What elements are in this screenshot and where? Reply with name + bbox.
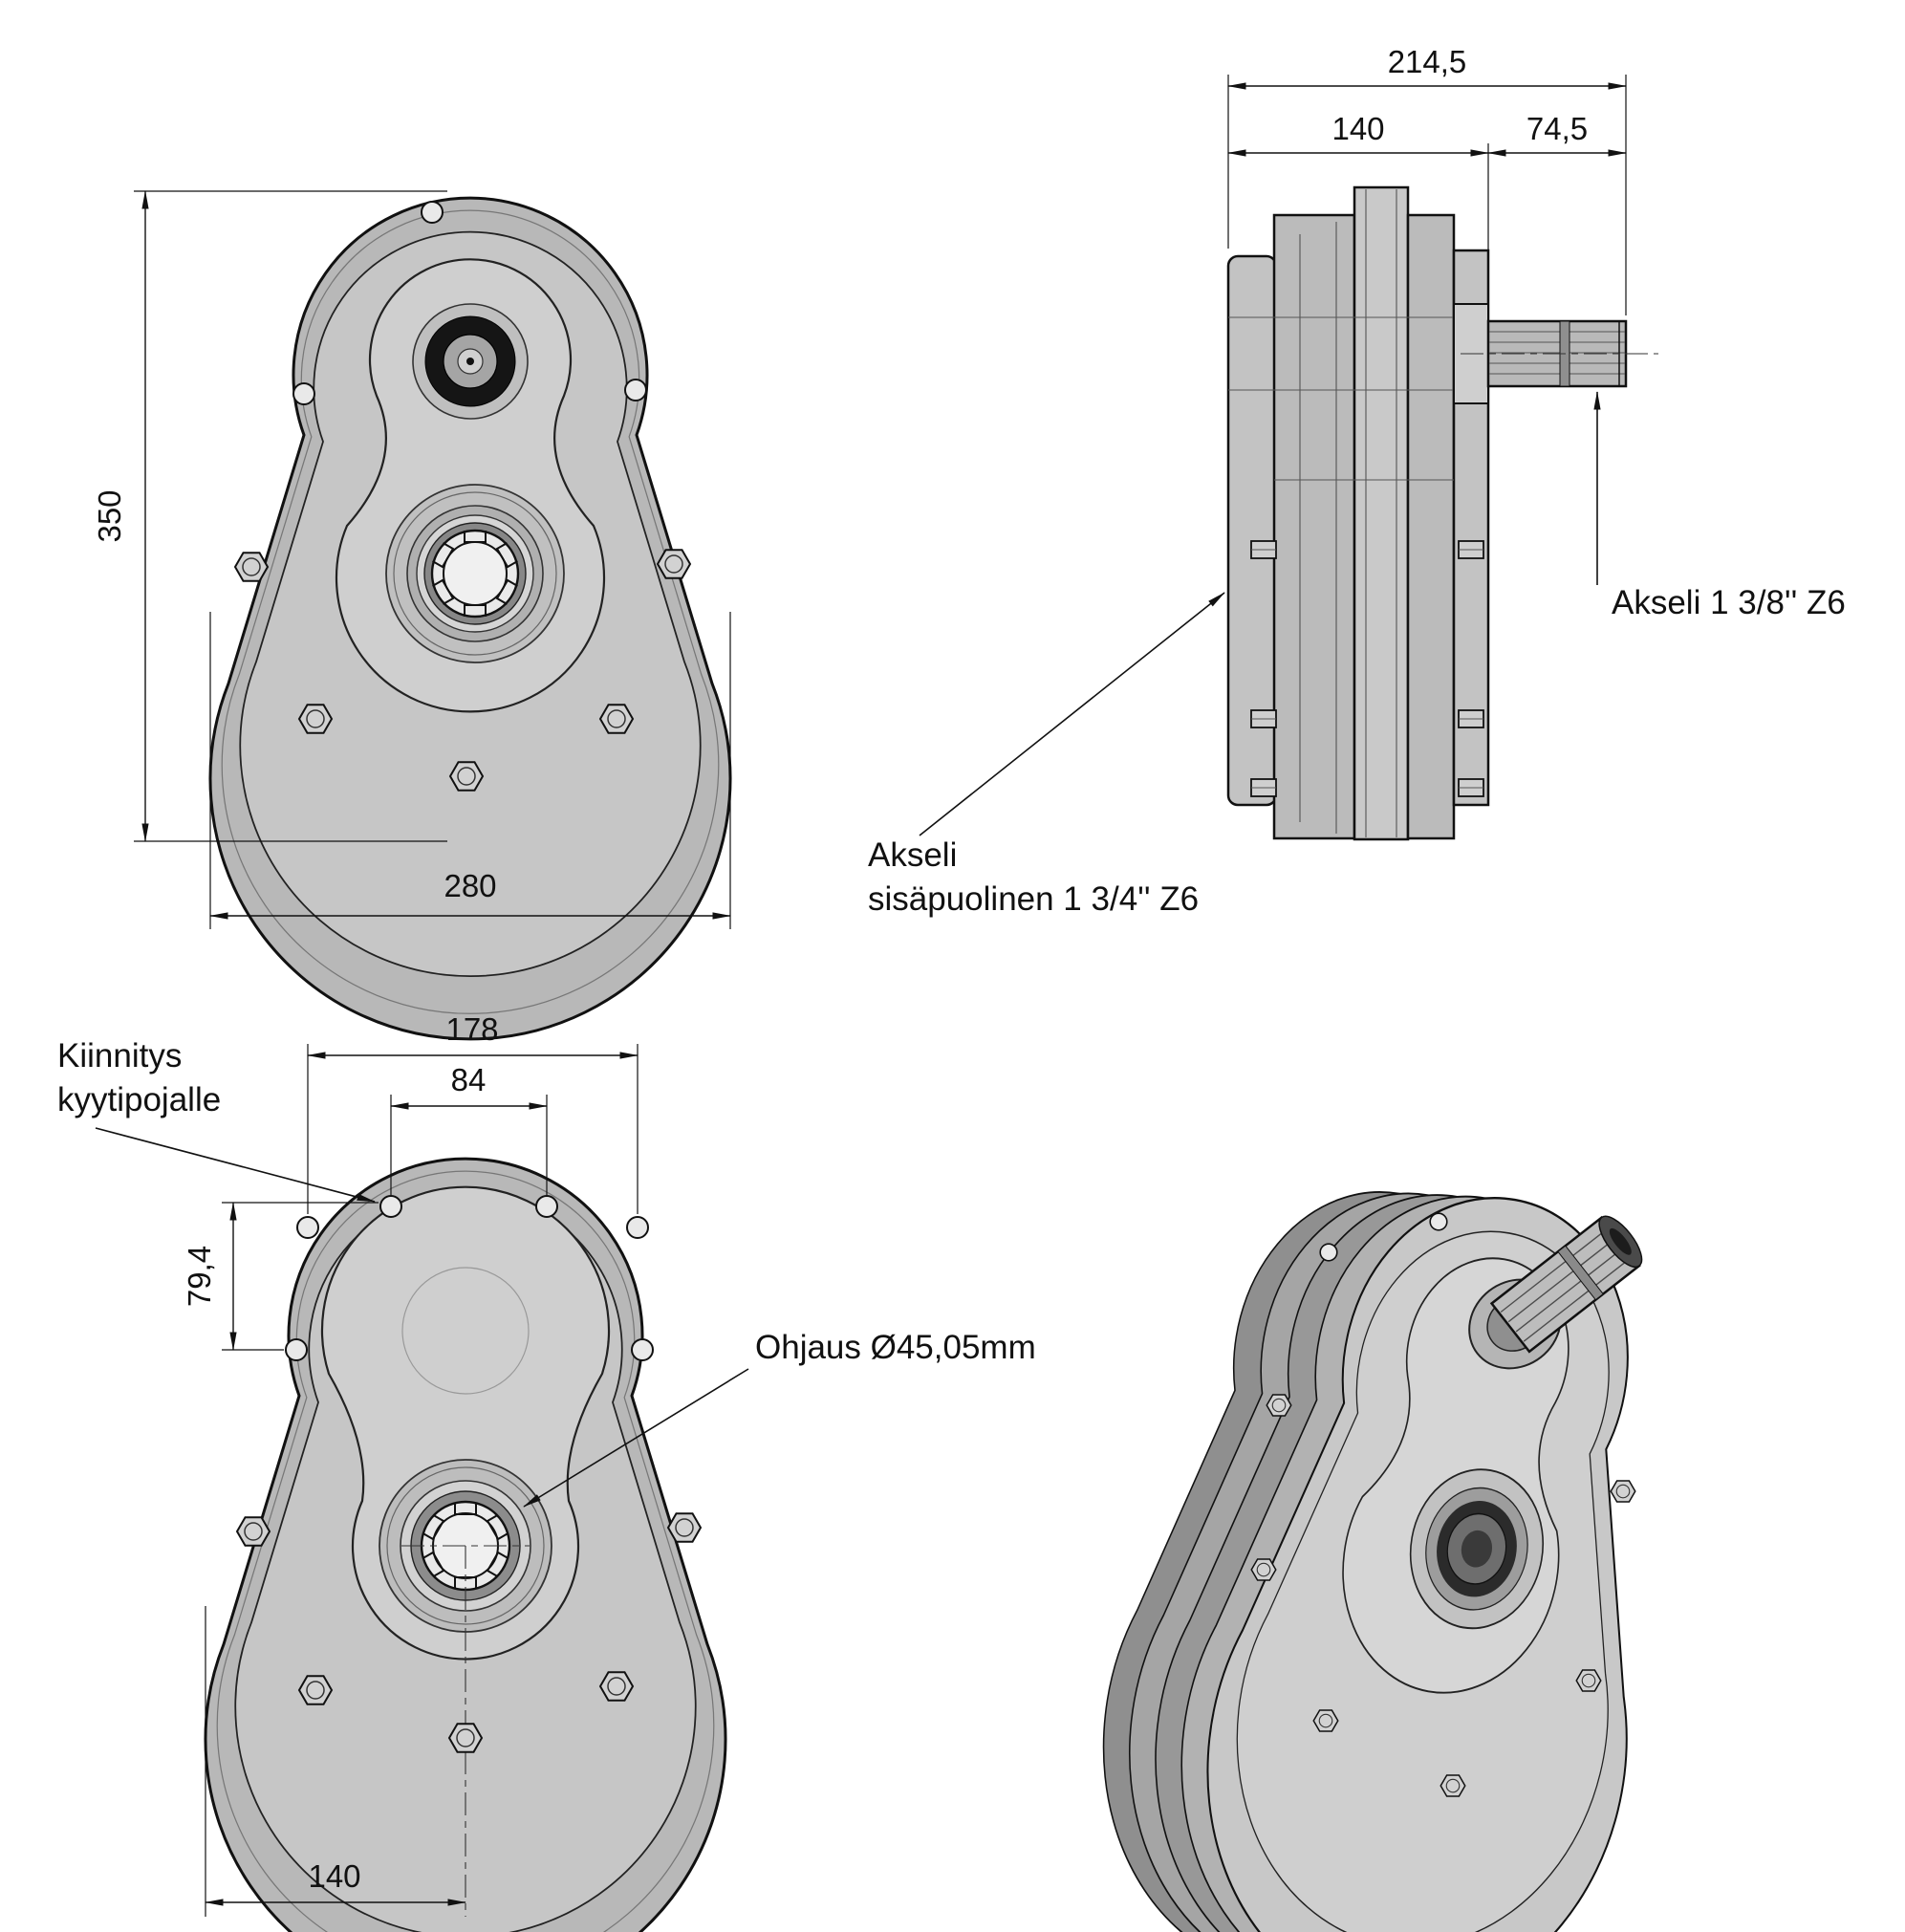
hex-bolt [449, 761, 484, 792]
side-bolt [1458, 540, 1484, 559]
main-hub-splined-bore [385, 484, 565, 663]
mount-hole [626, 1216, 649, 1239]
pilot-label: Ohjaus Ø45,05mm [755, 1329, 1036, 1366]
hex-bolt [1250, 1558, 1277, 1581]
mount-hole [296, 1216, 319, 1239]
dimension-hole-inner-84: 84 [390, 1062, 548, 1195]
front-view: 350 280 [92, 190, 732, 1041]
dimension-shaft-74-5: 74,5 [1487, 111, 1627, 157]
dim-text-140-bottom: 140 [308, 1858, 360, 1894]
iso-front-face [1167, 1162, 1721, 1932]
iso-spline-lines [1500, 1227, 1632, 1342]
hex-bolt [657, 549, 691, 579]
mounting-label-line2: kyytipojalle [57, 1081, 221, 1118]
spline-lines [1489, 331, 1625, 375]
mounting-callout: Kiinnitys kyytipojalle [57, 1037, 376, 1203]
dim-text-214-5: 214,5 [1388, 44, 1467, 79]
flange-profile [1353, 185, 1410, 841]
dim-text-178: 178 [445, 1011, 498, 1047]
internal-shaft-label-line1: Akseli [868, 836, 957, 874]
hex-bolt [1440, 1774, 1466, 1797]
front-housing-profile [1406, 213, 1456, 840]
hex-bolt [236, 1516, 271, 1547]
side-bolt [1250, 709, 1277, 728]
side-view: 214,5 140 74,5 Akseli 1 3/8'' Z6 Akseli … [868, 44, 1846, 918]
dimension-width-280: 280 [209, 612, 731, 929]
mount-hole [631, 1338, 654, 1361]
dimension-center-140: 140 [205, 1606, 466, 1917]
internal-shaft-callout: Akseli sisäpuolinen 1 3/4'' Z6 [868, 592, 1225, 918]
iso-shaft-bore [1609, 1227, 1632, 1255]
dim-text-84: 84 [451, 1062, 487, 1097]
hex-bolt [1575, 1669, 1602, 1692]
shaft-callout: Akseli 1 3/8'' Z6 [1593, 391, 1846, 621]
hex-bolt [1610, 1480, 1636, 1503]
dimension-overall-214-5: 214,5 [1227, 44, 1627, 315]
iso-pto-shaft [1489, 1215, 1643, 1354]
dim-text-74-5: 74,5 [1526, 111, 1588, 146]
pilot-callout: Ohjaus Ø45,05mm [523, 1329, 1036, 1508]
dim-text-350: 350 [92, 489, 127, 542]
mount-hole [535, 1195, 558, 1218]
iso-view [1065, 1158, 1721, 1932]
back-view: 178 84 79,4 140 Kiinnitys kyytipojalle [57, 1011, 1036, 1932]
bolt-hole [1429, 1212, 1448, 1231]
dim-text-140: 140 [1331, 111, 1384, 146]
bolt-hole [292, 382, 315, 405]
mounting-label-line1: Kiinnitys [57, 1037, 182, 1075]
dimension-housing-140: 140 [1227, 111, 1489, 302]
mount-hole [379, 1195, 402, 1218]
upper-shaft-seal [412, 303, 529, 420]
bolt-hole [421, 201, 444, 224]
rear-housing-profile [1272, 213, 1356, 840]
hex-bolt [667, 1512, 702, 1543]
side-bolt [1250, 778, 1277, 797]
dimension-height-350: 350 [92, 190, 447, 842]
bolt-hole [624, 379, 647, 402]
hex-bolt [1312, 1709, 1339, 1732]
hex-bolt [298, 704, 333, 734]
hex-bolt [599, 704, 634, 734]
side-bolt [1250, 540, 1277, 559]
hex-bolt [1266, 1394, 1292, 1417]
side-bolt [1458, 709, 1484, 728]
hex-bolt [448, 1723, 483, 1753]
hex-bolt [599, 1671, 634, 1702]
iso-hub [1409, 1468, 1545, 1630]
iso-shaft-groove [1557, 1245, 1604, 1301]
side-bolt [1458, 778, 1484, 797]
shaft-label: Akseli 1 3/8'' Z6 [1612, 584, 1846, 621]
dim-text-280: 280 [444, 868, 496, 903]
dim-text-79-4: 79,4 [182, 1246, 217, 1307]
internal-shaft-label-line2: sisäpuolinen 1 3/4'' Z6 [868, 880, 1199, 918]
bolt-hole [1319, 1243, 1338, 1262]
mount-hole [285, 1338, 308, 1361]
dimension-hole-span-178: 178 [307, 1011, 639, 1214]
gear-housing-circle [401, 1267, 530, 1395]
hex-bolt [298, 1675, 333, 1705]
dimension-hole-vertical-79-4: 79,4 [182, 1202, 379, 1351]
hex-bolt [234, 552, 269, 582]
